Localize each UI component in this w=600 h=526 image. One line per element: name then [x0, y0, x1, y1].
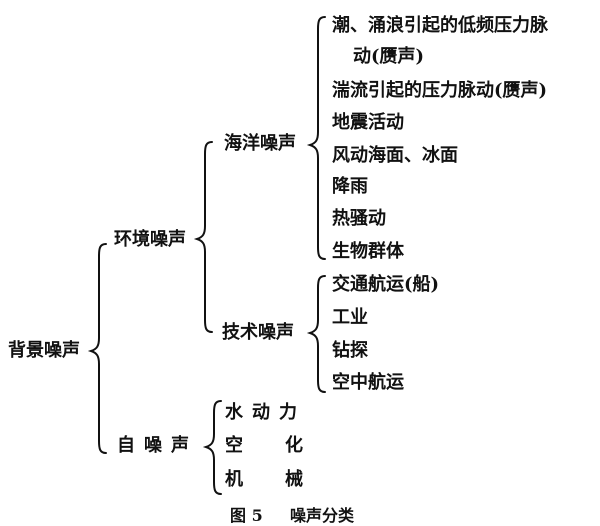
ocean-item: 地震活动: [332, 112, 404, 133]
root-brace: [87, 243, 107, 454]
mechanical-noise-item-a: 机: [225, 469, 243, 490]
figure-number: 图 5: [230, 506, 263, 525]
technical-item: 工业: [332, 307, 368, 328]
self-noise-brace: [202, 400, 222, 495]
technical-brace: [306, 275, 326, 393]
ocean-item: 湍流引起的压力脉动(赝声): [332, 80, 548, 101]
root-label: 背景噪声: [8, 340, 80, 361]
technical-noise-label: 技术噪声: [222, 322, 294, 343]
environment-brace: [193, 141, 213, 333]
ocean-item: 动(赝声): [353, 46, 425, 67]
hydrodynamic-noise-item: 水动力: [225, 402, 306, 423]
ocean-item: 降雨: [332, 176, 368, 197]
environment-noise-label: 环境噪声: [114, 229, 186, 250]
cavitation-noise-item-a: 空: [225, 435, 243, 456]
ocean-item: 生物群体: [332, 241, 404, 262]
ocean-noise-label: 海洋噪声: [224, 133, 296, 154]
technical-item: 钻探: [332, 340, 368, 361]
ocean-brace: [306, 16, 326, 260]
ocean-item: 热骚动: [332, 208, 386, 229]
mechanical-noise-item-b: 械: [285, 469, 303, 490]
ocean-item: 潮、涌浪引起的低频压力脉: [332, 15, 548, 36]
technical-item: 空中航运: [332, 372, 404, 393]
technical-item: 交通航运(船): [332, 274, 440, 295]
self-noise-label: 自噪声: [117, 435, 198, 456]
figure-title: 噪声分类: [290, 506, 355, 525]
ocean-item: 风动海面、冰面: [332, 145, 458, 166]
cavitation-noise-item-b: 化: [285, 435, 303, 456]
